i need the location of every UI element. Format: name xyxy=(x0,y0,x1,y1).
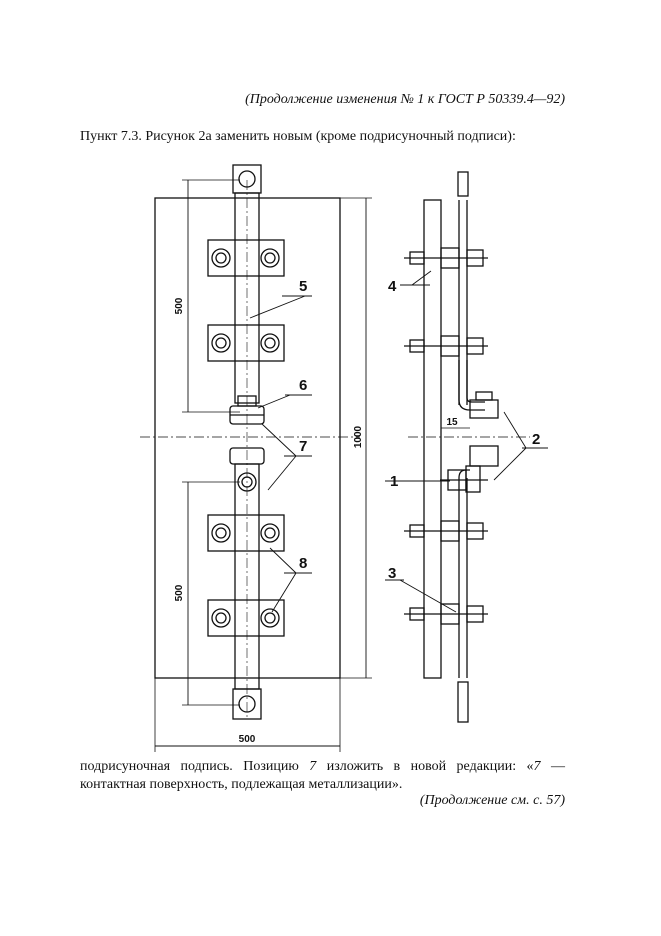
lower-clamp-plate-2 xyxy=(207,599,285,637)
dim-height-1000: 1000 xyxy=(353,425,364,448)
side-bolt-4 xyxy=(404,603,488,625)
callout-1: 1 xyxy=(390,473,398,490)
side-bolt-1 xyxy=(404,247,488,269)
lower-clamp-plate-1 xyxy=(207,514,285,552)
dim-upper-500: 500 xyxy=(174,297,185,314)
footer-continuation: (Продолжение см. с. 57) xyxy=(419,793,565,808)
callout-2: 2 xyxy=(532,431,540,448)
upper-clamp-plate-2 xyxy=(207,324,285,362)
side-joint-upper xyxy=(469,399,499,419)
header-continuation: (Продолжение изменения № 1 к ГОСТ Р 5033… xyxy=(245,92,565,107)
front-panel xyxy=(154,197,341,679)
callout-7: 7 xyxy=(299,438,307,455)
dim-offset-15: 15 xyxy=(446,417,458,428)
caption-paragraph: подрисуночная подпись. Позицию 7 изложит… xyxy=(80,758,565,794)
side-panel xyxy=(423,199,442,679)
caption-ref-2: 7 xyxy=(533,759,541,774)
callout-3: 3 xyxy=(388,565,396,582)
bottom-lug xyxy=(232,688,262,720)
caption-part-2: изложить в новой редакции: « xyxy=(316,759,534,774)
callout-4: 4 xyxy=(388,278,397,295)
callout-8: 8 xyxy=(299,555,307,572)
callout-5: 5 xyxy=(299,278,307,295)
dim-lower-500: 500 xyxy=(174,584,185,601)
caption-part-1: подрисуночная подпись. Позицию xyxy=(80,759,310,774)
dim-width-500: 500 xyxy=(239,734,256,745)
upper-clamp-plate-1 xyxy=(207,239,285,277)
side-bolt-3 xyxy=(404,520,488,542)
side-bolt-2 xyxy=(404,335,488,357)
callout-6: 6 xyxy=(299,377,307,394)
side-joint-lower xyxy=(469,445,499,467)
caption-ref: 7 xyxy=(309,759,317,774)
intro-paragraph: Пункт 7.3. Рисунок 2а заменить новым (кр… xyxy=(80,129,516,144)
upper-bar xyxy=(234,192,260,404)
caption-part-3: — контактная поверхность, подлежащая мет… xyxy=(80,759,566,792)
